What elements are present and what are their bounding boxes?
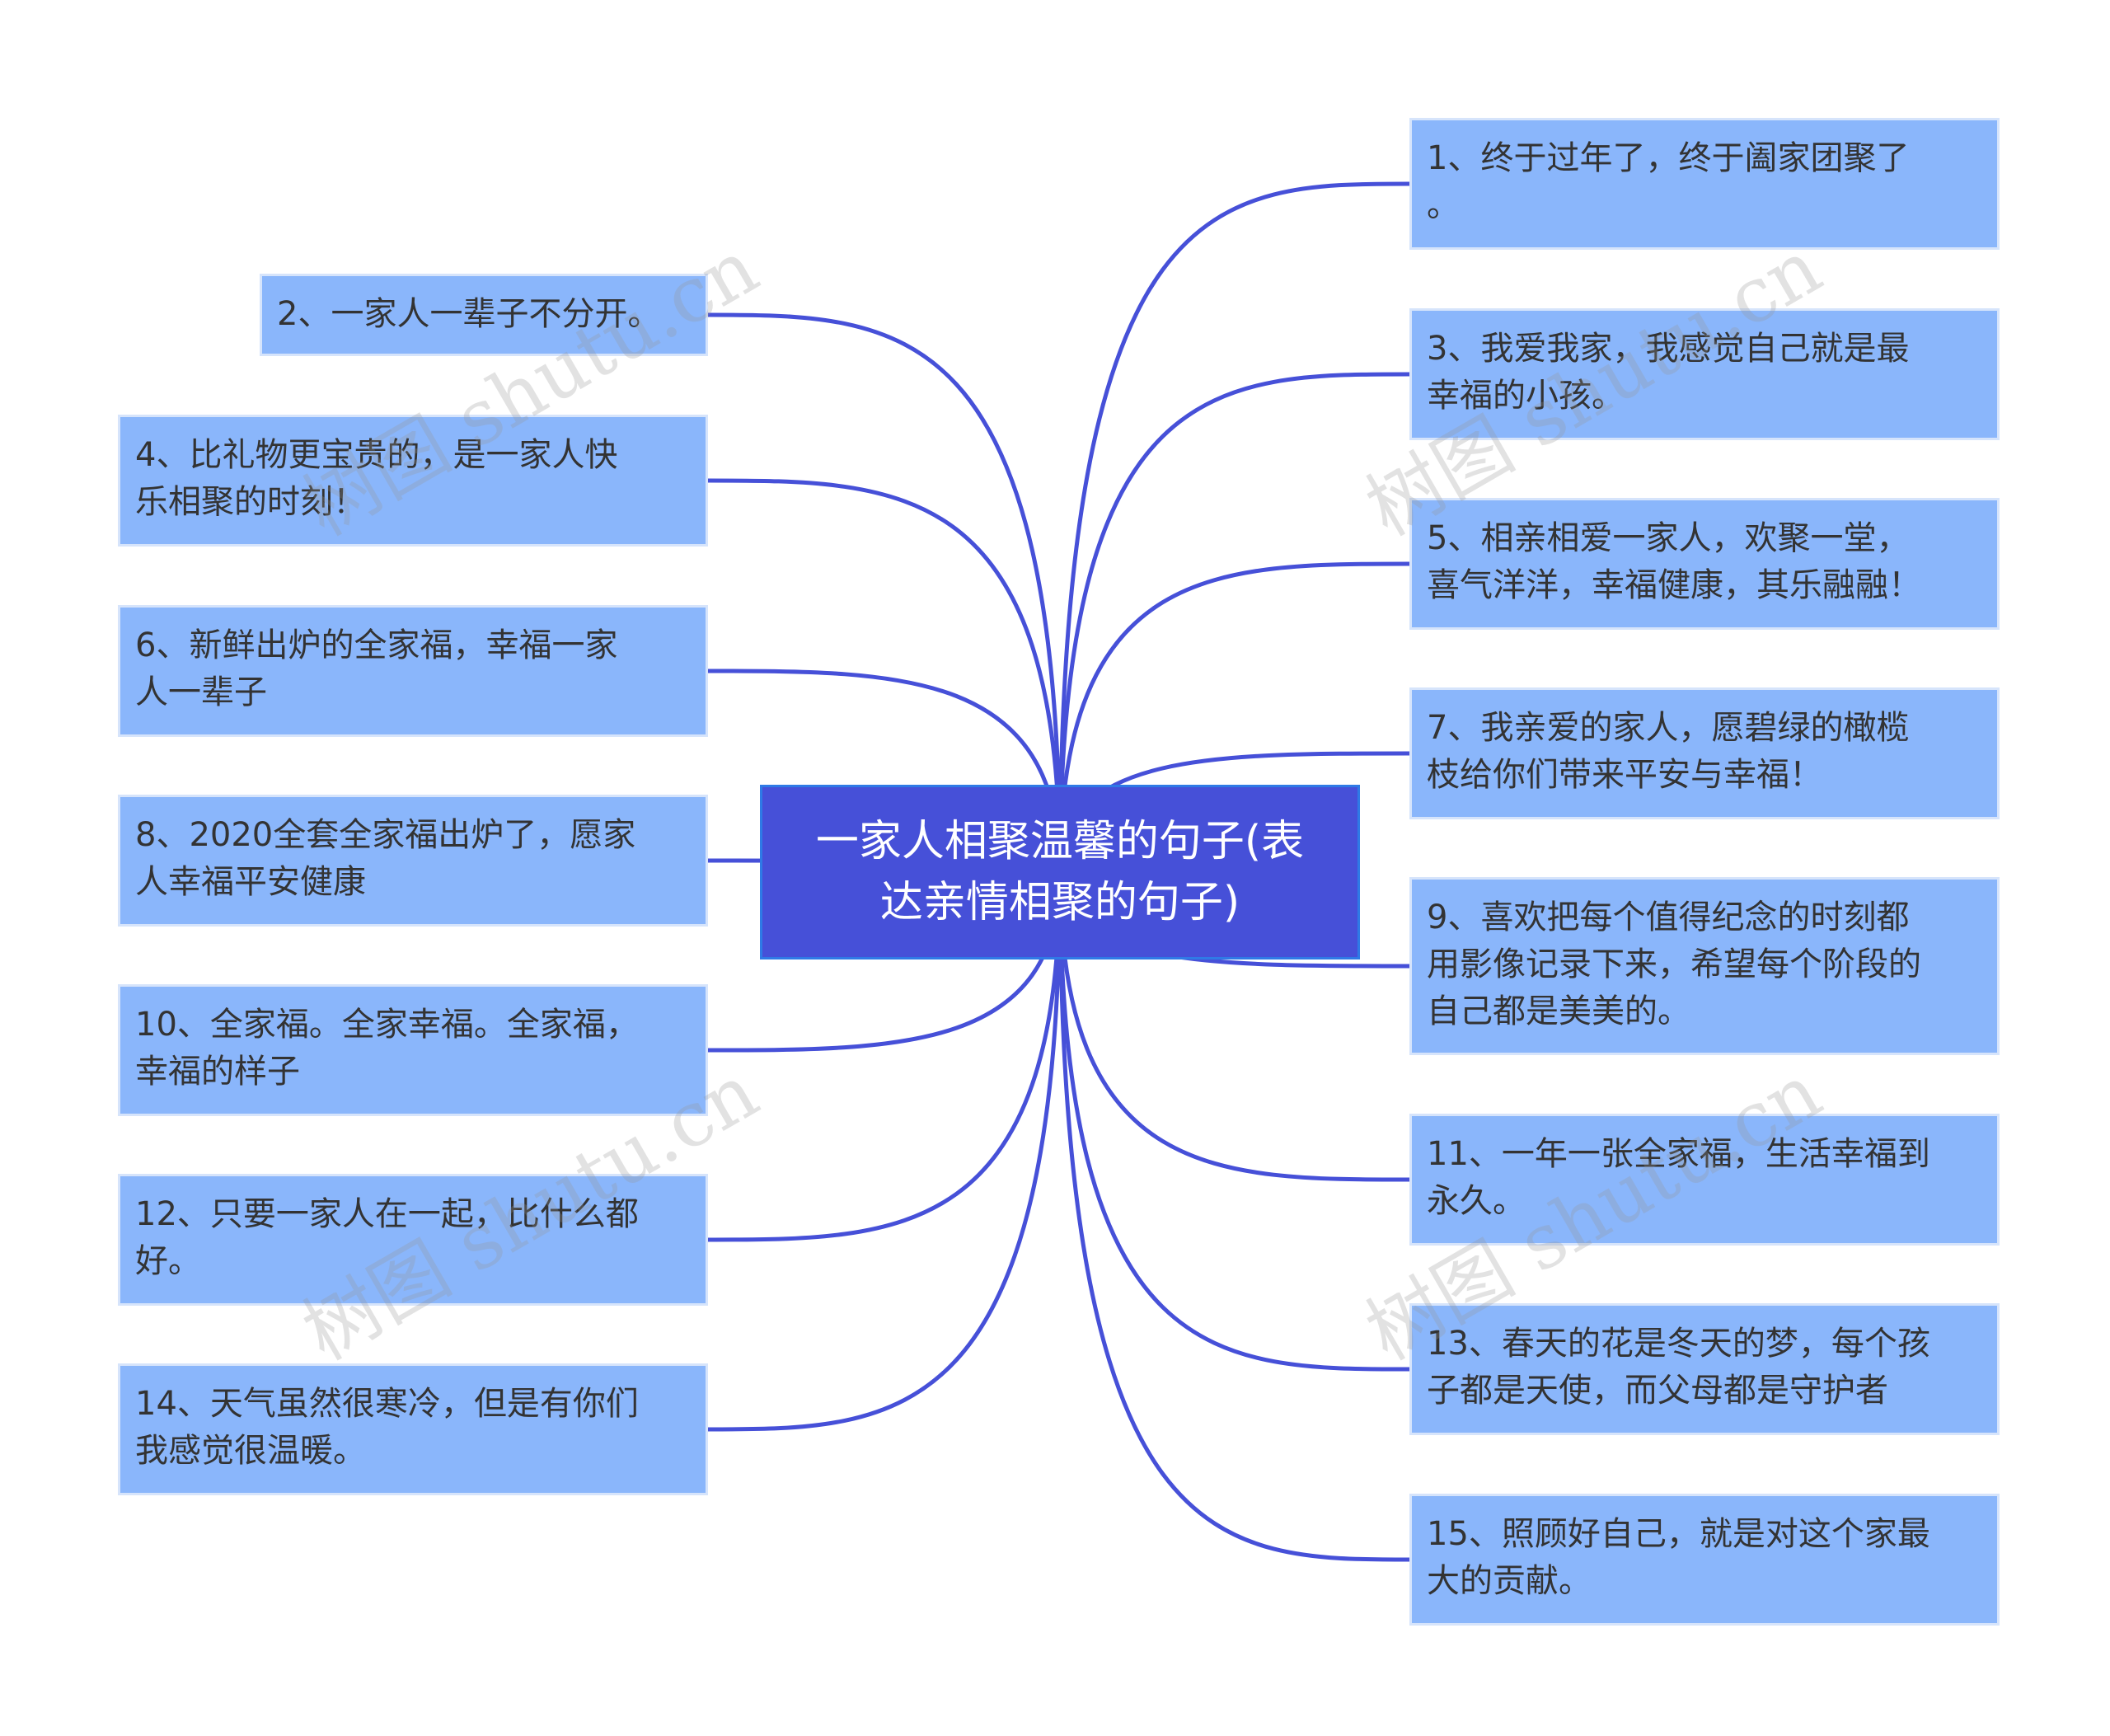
branch-topic-label: 5、相亲相爱一家人，欢聚一堂， 喜气洋洋，幸福健康，其乐融融！ [1427,519,1921,604]
connector-line-12 [707,871,1062,1242]
connector-line-13 [1057,871,1410,1372]
connector-line-11 [1057,871,1410,1182]
branch-topic-6[interactable]: 6、新鲜出炉的全家福，幸福一家 人一辈子 [118,605,708,737]
branch-topic-1[interactable]: 1、终于过年了，终于阖家团聚了 。 [1409,118,2000,250]
branch-topic-7[interactable]: 7、我亲爱的家人，愿碧绿的橄榄 枝给你们带来平安与幸福！ [1409,687,2000,819]
branch-topic-13[interactable]: 13、春天的花是冬天的梦，每个孩 子都是天使，而父母都是守护者 [1409,1303,2000,1435]
branch-topic-label: 9、喜欢把每个值得纪念的时刻都 用影像记录下来，希望每个阶段的 自己都是美美的。 [1427,898,1921,1030]
connector-line-4 [707,478,1062,873]
branch-topic-label: 15、照顾好自己，就是对这个家最 大的贡献。 [1427,1515,1930,1600]
branch-topic-11[interactable]: 11、一年一张全家福，生活幸福到 永久。 [1409,1114,2000,1246]
branch-topic-label: 14、天气虽然很寒冷，但是有你们 我感觉很温暖。 [135,1385,639,1470]
branch-topic-4[interactable]: 4、比礼物更宝贵的，是一家人快 乐相聚的时刻！ [118,415,708,547]
connector-line-14 [707,871,1062,1432]
connector-line-2 [707,312,1062,873]
root-topic-label: 一家人相聚温馨的句子(表 达亲情相聚的句子) [815,817,1305,927]
connector-line-15 [1057,871,1410,1562]
branch-topic-14[interactable]: 14、天气虽然很寒冷，但是有你们 我感觉很温暖。 [118,1363,708,1495]
connector-line-5 [1057,561,1410,873]
root-topic[interactable]: 一家人相聚温馨的句子(表 达亲情相聚的句子) [760,785,1360,959]
branch-topic-12[interactable]: 12、只要一家人在一起，比什么都 好。 [118,1174,708,1306]
branch-topic-label: 3、我爱我家，我感觉自己就是最 幸福的小孩。 [1427,330,1910,415]
branch-topic-2[interactable]: 2、一家人一辈子不分开。 [260,274,708,356]
branch-topic-label: 8、2020全套全家福出炉了，愿家 人幸福平安健康 [135,816,636,901]
branch-topic-label: 10、全家福。全家幸福。全家福， 幸福的样子 [135,1006,639,1091]
branch-topic-label: 2、一家人一辈子不分开。 [277,295,661,333]
branch-topic-label: 11、一年一张全家福，生活幸福到 永久。 [1427,1135,1930,1220]
branch-topic-label: 6、新鲜出炉的全家福，幸福一家 人一辈子 [135,626,618,711]
connector-line-1 [1057,181,1410,873]
branch-topic-label: 4、比礼物更宝贵的，是一家人快 乐相聚的时刻！ [135,436,618,521]
branch-topic-9[interactable]: 9、喜欢把每个值得纪念的时刻都 用影像记录下来，希望每个阶段的 自己都是美美的。 [1409,877,2000,1055]
branch-topic-label: 13、春天的花是冬天的梦，每个孩 子都是天使，而父母都是守护者 [1427,1325,1930,1410]
branch-topic-3[interactable]: 3、我爱我家，我感觉自己就是最 幸福的小孩。 [1409,308,2000,440]
branch-topic-label: 7、我亲爱的家人，愿碧绿的橄榄 枝给你们带来平安与幸福！ [1427,709,1910,794]
branch-topic-5[interactable]: 5、相亲相爱一家人，欢聚一堂， 喜气洋洋，幸福健康，其乐融融！ [1409,498,2000,630]
branch-topic-label: 12、只要一家人在一起，比什么都 好。 [135,1195,639,1280]
branch-topic-label: 1、终于过年了，终于阖家团聚了 。 [1427,139,1910,224]
connector-line-3 [1057,372,1410,873]
branch-topic-8[interactable]: 8、2020全套全家福出炉了，愿家 人幸福平安健康 [118,795,708,927]
branch-topic-15[interactable]: 15、照顾好自己，就是对这个家最 大的贡献。 [1409,1494,2000,1626]
branch-topic-10[interactable]: 10、全家福。全家幸福。全家福， 幸福的样子 [118,984,708,1116]
